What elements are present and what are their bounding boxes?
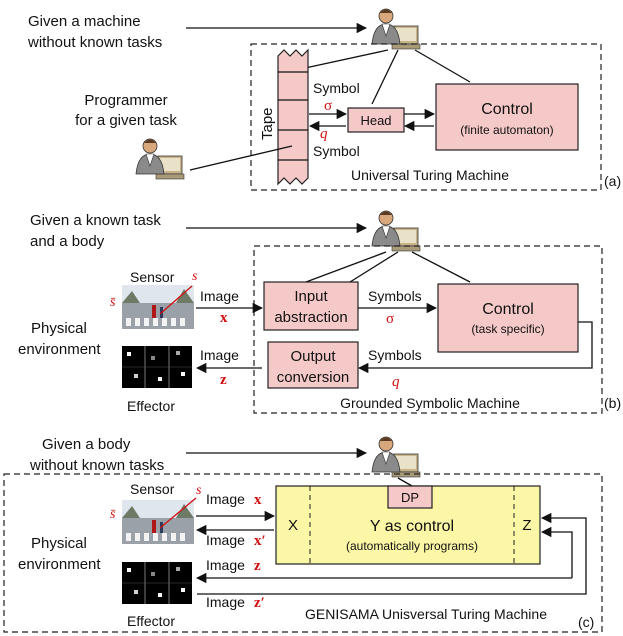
b-caption: Grounded Symbolic Machine [340,395,520,411]
input-abstraction-box [263,281,359,331]
c-image-z: Image [206,557,245,573]
head-label: Head [360,113,391,128]
c-zp: z′ [254,595,265,611]
c-sensor-photo [122,500,194,544]
x-area-label: X [288,517,298,534]
genisama-frame [3,473,603,633]
c-x: x [254,492,262,508]
output-conv-line2: conversion [277,369,350,386]
panel-b: Given a known task and a body Sensor s s… [18,210,621,414]
c-top-note-line2: without known tasks [29,457,164,474]
a-programmer-person-icon [135,138,185,180]
c-zp-feedback-arrow [197,512,587,595]
c-designer-person-icon [371,436,421,478]
a-top-note-line2: without known tasks [27,34,162,51]
b-control-box [437,283,579,353]
panel-c: Given a body without known tasks Sensor … [3,436,603,633]
b-top-note-line1: Given a known task [30,212,161,229]
a-control-sub: (finite automaton) [460,123,553,137]
c-sensor-label: Sensor [130,481,175,497]
a-control-title: Control [481,101,533,118]
b-physical-env-line1: Physical [31,320,87,337]
tape [277,48,309,186]
b-control-sub: (task specific) [471,322,544,336]
c-image-x: Image [206,491,245,507]
head-box [347,107,405,133]
b-feedback-arrow [357,321,593,374]
c-tag: (c) [578,614,594,630]
z-area-label: Z [522,517,531,534]
b-control-title: Control [482,301,534,318]
y-title: Y as control [370,518,454,535]
a-designer-person-icon [371,8,421,50]
a-control-box [435,83,579,151]
c-top-note-line1: Given a body [42,436,131,453]
a-top-note-line1: Given a machine [28,13,141,30]
b-sbar-label: s̄ [110,295,116,310]
c-s-label: s [196,483,202,498]
b-top-note-line2: and a body [30,233,105,250]
c-image-zp: Image [206,594,245,610]
y-sub: (automatically programs) [346,539,478,553]
b-sensor-label: Sensor [130,269,175,285]
b-symbols-top: Symbols [368,288,422,304]
a-programmer-line1: Programmer [84,92,167,109]
panel-a: Given a machine without known tasks Tape… [27,8,621,191]
b-q: q [392,374,400,390]
a-tag: (a) [604,173,621,189]
b-effector-label: Effector [127,398,175,414]
b-designer-person-icon [371,210,421,252]
b-tag: (b) [604,395,621,411]
c-effector-grid [121,561,193,605]
b-sigma: σ [386,311,394,327]
output-conversion-box [267,341,359,389]
a-programmer-line2: for a given task [75,112,177,129]
a-sigma: σ [324,98,332,114]
output-conv-line1: Output [290,348,336,365]
b-physical-env-line2: environment [18,341,101,358]
c-caption: GENISAMA Unisversal Turing Machine [305,606,547,622]
b-symbols-bottom: Symbols [368,347,422,363]
b-s-label: s [192,269,198,284]
c-xp: x′ [254,533,266,549]
c-physical-env-line1: Physical [31,535,87,552]
c-z-loop-arrow [540,526,573,578]
utm-frame [250,43,602,191]
b-sensor-photo [122,285,194,329]
b-z: z [220,372,227,388]
dp-box [387,485,433,509]
input-abs-line1: Input [294,288,328,305]
c-z: z [254,558,261,574]
a-caption: Universal Turing Machine [351,167,509,183]
b-image-in: Image [200,288,239,304]
c-physical-env-line2: environment [18,556,101,573]
c-image-xp: Image [206,532,245,548]
c-sbar-label: s̄ [110,507,116,522]
b-image-out: Image [200,347,239,363]
a-symbol-bottom: Symbol [313,143,360,159]
b-effector-grid [121,345,193,389]
a-symbol-top: Symbol [313,80,360,96]
gsm-frame [253,245,603,414]
a-q: q [320,126,328,142]
dp-label: DP [401,490,419,505]
c-effector-label: Effector [127,613,175,629]
input-abs-line2: abstraction [274,309,347,326]
b-x: x [220,310,228,326]
tape-label: Tape [259,107,276,140]
